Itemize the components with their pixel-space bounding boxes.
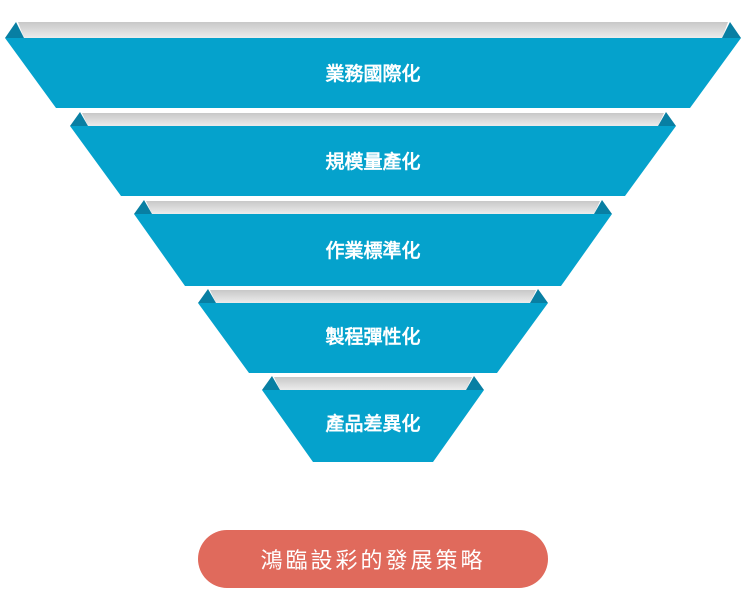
funnel-band-5: 產品差異化 <box>262 376 484 462</box>
funnel-band-label-3: 作業標準化 <box>325 239 420 262</box>
strategy-caption-text: 鴻臨設彩的發展策略 <box>260 549 486 574</box>
funnel-band-3: 作業標準化 <box>134 200 612 286</box>
funnel-band-1: 業務國際化 <box>5 22 741 108</box>
strategy-funnel: 業務國際化 規模量產化 作業標準化 製程彈性化 產品差異化 <box>5 22 741 462</box>
funnel-band-label-4: 製程彈性化 <box>324 325 420 348</box>
funnel-band-4: 製程彈性化 <box>198 289 548 373</box>
funnel-band-label-1: 業務國際化 <box>324 62 420 85</box>
strategy-caption-pill: 鴻臨設彩的發展策略 <box>198 530 548 588</box>
funnel-band-label-2: 規模量產化 <box>325 150 420 173</box>
funnel-band-2: 規模量產化 <box>70 112 676 196</box>
funnel-band-label-5: 產品差異化 <box>325 412 420 435</box>
